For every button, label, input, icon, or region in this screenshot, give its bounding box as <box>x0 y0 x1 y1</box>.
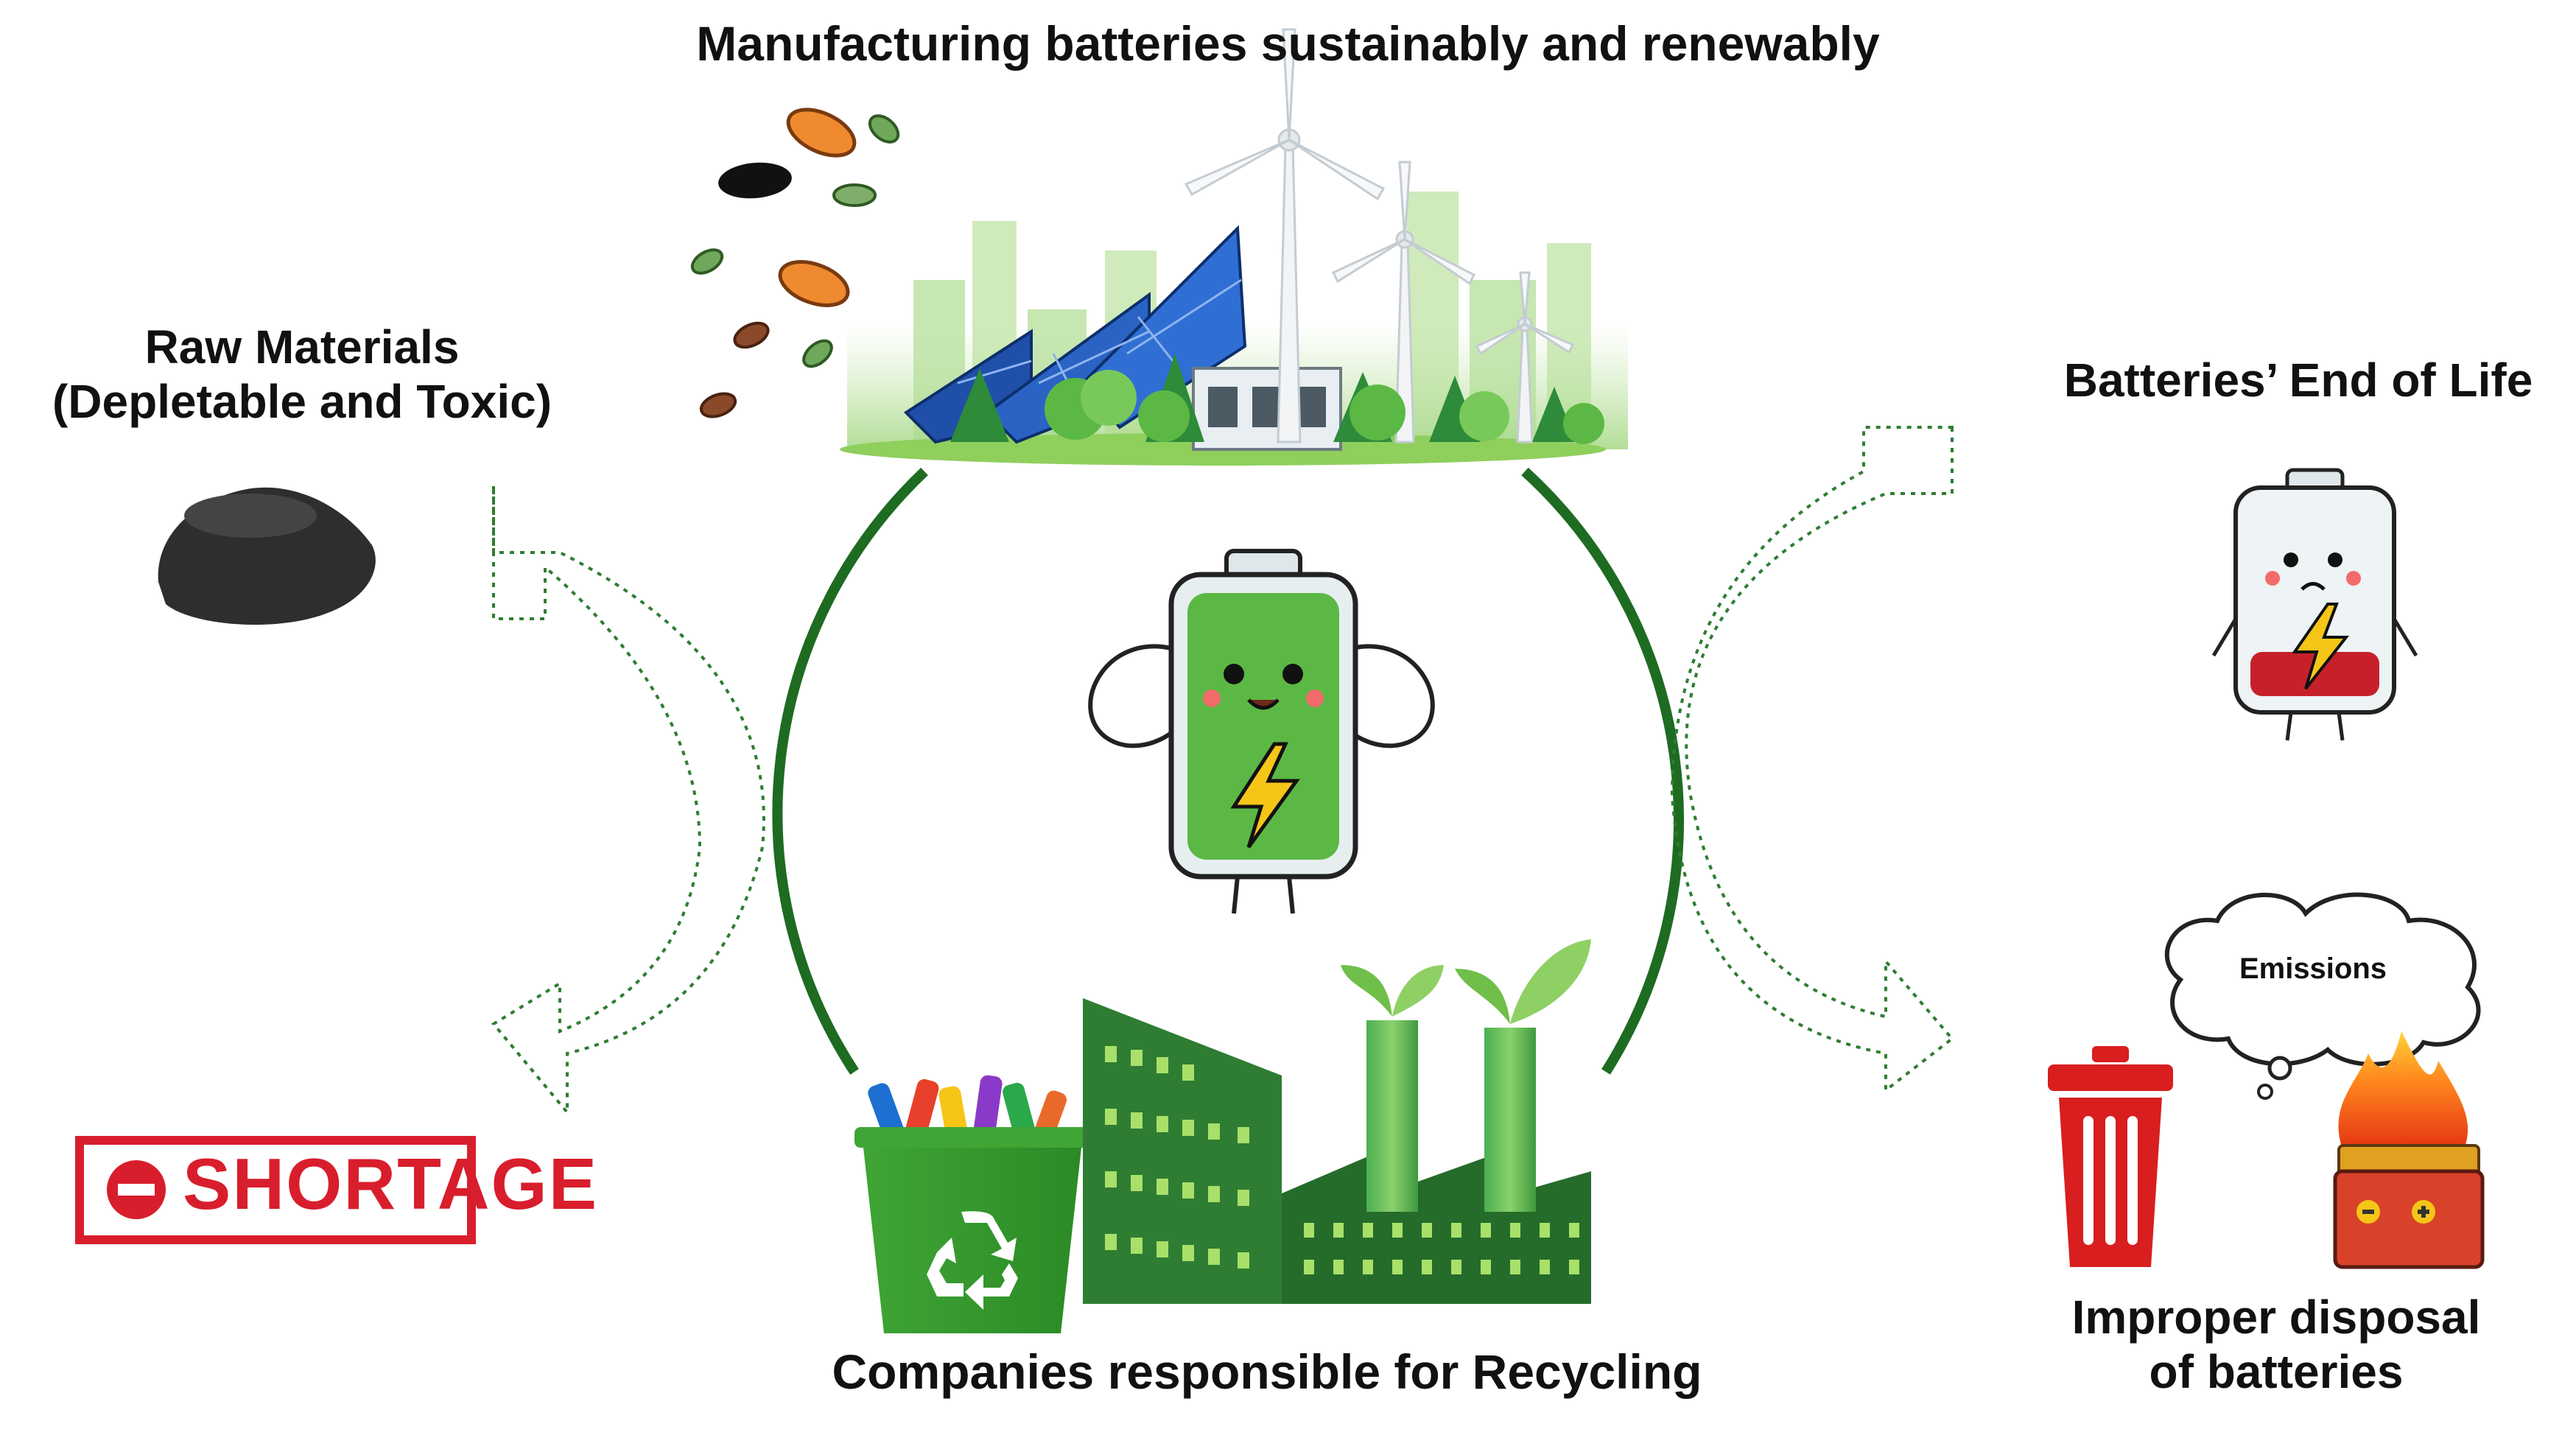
recycling-companies-label: Companies responsible for Recycling <box>832 1344 1702 1399</box>
arrow-raw-to-shortage <box>491 486 765 1117</box>
raw-materials-line1: Raw Materials <box>144 320 460 373</box>
improper-disposal-line2: of batteries <box>2149 1344 2404 1398</box>
raw-materials-line2: (Depletable and Toxic) <box>52 374 552 428</box>
raw-materials-label: Raw Materials (Depletable and Toxic) <box>0 320 604 429</box>
shortage-sign <box>75 1136 476 1244</box>
improper-disposal-label: Improper disposal of batteries <box>1974 1291 2576 1399</box>
wind-turbine-icon <box>1184 28 1386 443</box>
bacteria-icon <box>690 108 900 418</box>
happy-battery-icon <box>1088 549 1435 914</box>
factory-icon <box>1083 939 1591 1304</box>
sad-battery-icon <box>2211 468 2418 741</box>
burning-battery-icon <box>2333 1031 2485 1269</box>
stop-icon <box>107 1160 166 1219</box>
shortage-text: SHORTAGE <box>183 1143 599 1224</box>
cycle-arc-right <box>1521 467 1684 1075</box>
thought-cloud-icon <box>2164 892 2481 1100</box>
improper-disposal-line1: Improper disposal <box>2071 1291 2481 1344</box>
arrow-eol-to-disposal <box>1670 426 1954 1094</box>
renewable-city-scene <box>690 28 1628 466</box>
recycle-bin-icon <box>854 1075 1090 1333</box>
emissions-label: Emissions <box>2239 952 2387 985</box>
cycle-arc-left <box>772 467 928 1075</box>
recycling-loop <box>772 467 1684 1075</box>
shortage-stamp: SHORTAGE <box>80 1140 597 1240</box>
building-icon <box>1192 367 1342 451</box>
end-of-life-label: Batteries’ End of Life <box>2063 354 2533 407</box>
manufacturing-title: Manufacturing batteries sustainably and … <box>696 16 1880 71</box>
trash-can-icon <box>2048 1046 2173 1267</box>
tree-icon <box>950 354 1604 444</box>
wind-turbine-icon <box>1331 161 1476 443</box>
wind-turbine-icon <box>1475 271 1575 443</box>
powder-pile-icon <box>158 487 376 625</box>
